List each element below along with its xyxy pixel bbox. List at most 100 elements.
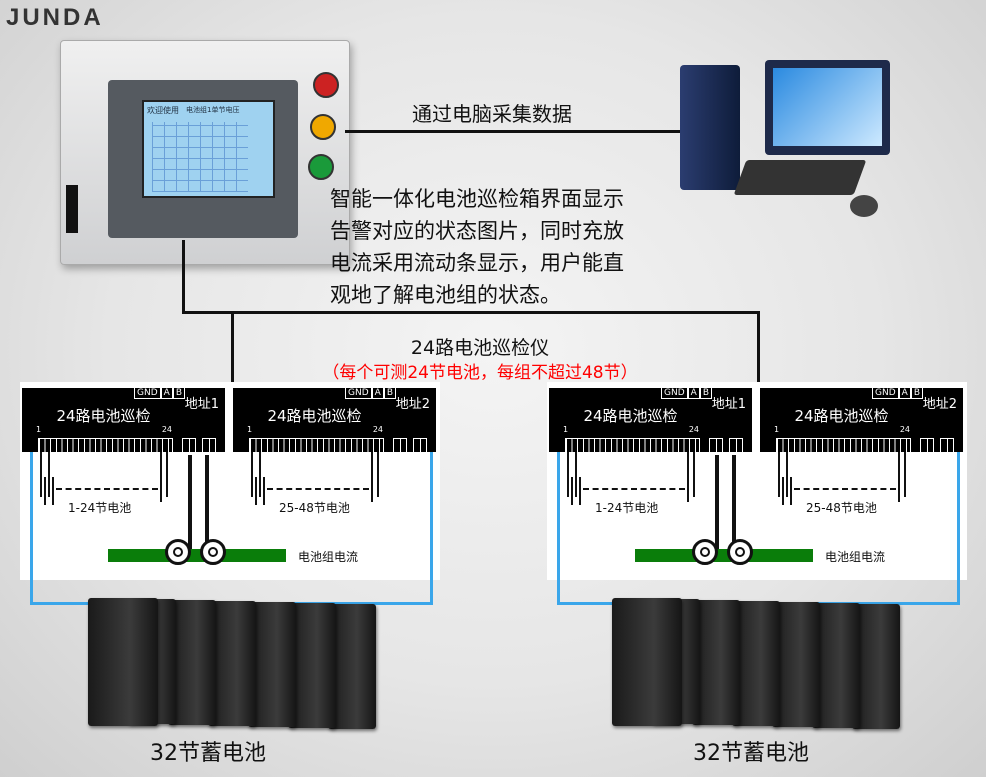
yellow-indicator-lamp: [310, 114, 336, 140]
rs485-terminals: GND A B: [134, 388, 185, 399]
battery-current-bar: [108, 549, 286, 562]
battery-string-symbol: [249, 452, 384, 507]
battery-string-symbol: [565, 452, 700, 507]
pc-link-wire: [345, 130, 680, 133]
battery-icon: [692, 600, 740, 725]
terminal-b: B: [172, 388, 185, 399]
battery-icon: [248, 602, 296, 727]
current-terminal: [709, 438, 723, 452]
current-terminal: [393, 438, 407, 452]
battery-icon: [852, 604, 900, 729]
terminal-a: A: [898, 388, 911, 399]
voltage-terminal-strip: [249, 438, 384, 452]
cell-range-label: 1-24节电池: [68, 501, 132, 515]
terminal-a: A: [371, 388, 384, 399]
cell-range-label: 25-48节电池: [279, 501, 350, 515]
description-line: 电流采用流动条显示，用户能直: [330, 251, 624, 275]
bus-drop-left: [231, 311, 234, 389]
cell-range-label: 25-48节电池: [806, 501, 877, 515]
pc-caption: 通过电脑采集数据: [412, 102, 572, 126]
current-terminal: [729, 438, 743, 452]
device-bus-wire: [182, 240, 185, 314]
ct-lead: [732, 455, 736, 555]
module-address: 地址2: [922, 397, 957, 412]
range-start: 1: [247, 425, 253, 434]
bus-wire-blue: [957, 452, 960, 605]
terminal-b: B: [383, 388, 396, 399]
module-title: 24路电池巡检: [267, 407, 362, 425]
module-title: 24路电池巡检: [583, 407, 678, 425]
battery-icon: [732, 601, 780, 726]
power-switch-icon: [66, 185, 78, 233]
current-terminal: [940, 438, 954, 452]
voltage-terminal-strip: [38, 438, 173, 452]
voltage-terminal-strip: [565, 438, 700, 452]
battery-icon: [168, 600, 216, 725]
range-start: 1: [774, 425, 780, 434]
battery-count-label: 32节蓄电池: [693, 741, 809, 766]
terminal-gnd: GND: [134, 388, 161, 399]
cell-range-label: 1-24节电池: [595, 501, 659, 515]
battery-icon: [612, 598, 682, 726]
rs485-terminals: GND A B: [661, 388, 712, 399]
terminal-b: B: [910, 388, 923, 399]
screen-title: 电池组1单节电压: [186, 106, 240, 114]
terminal-a: A: [687, 388, 700, 399]
battery-current-label: 电池组电流: [298, 550, 359, 564]
battery-icon: [772, 602, 820, 727]
battery-count-label: 32节蓄电池: [150, 741, 266, 766]
junda-logo: JUNDA: [6, 4, 104, 31]
bus-wire-blue: [557, 452, 560, 605]
battery-icon: [208, 601, 256, 726]
module-title: 24路电池巡检: [56, 407, 151, 425]
range-end: 24: [688, 425, 699, 434]
module-address: 地址1: [184, 397, 219, 412]
range-start: 1: [36, 425, 42, 434]
cell-voltage-grid: [152, 122, 248, 192]
inspector-note: （每个可测24节电池，每组不超过48节）: [322, 363, 638, 383]
computer-icon: [680, 55, 895, 230]
terminal-gnd: GND: [661, 388, 688, 399]
battery-icon: [288, 603, 336, 728]
bus-drop-right: [757, 311, 760, 389]
green-indicator-lamp: [308, 154, 334, 180]
current-transformer-icon: [200, 539, 226, 565]
module-address: 地址2: [395, 397, 430, 412]
ct-lead: [715, 455, 719, 555]
inspector-module: GND A B 地址1 24路电池巡检 1 24: [22, 388, 225, 452]
current-transformer-icon: [165, 539, 191, 565]
battery-string-symbol: [38, 452, 173, 507]
ct-lead: [188, 455, 192, 555]
current-transformer-icon: [692, 539, 718, 565]
terminal-a: A: [160, 388, 173, 399]
bus-wire-blue: [30, 452, 33, 605]
battery-current-bar: [635, 549, 813, 562]
terminal-b: B: [699, 388, 712, 399]
screen-welcome: 欢迎使用: [147, 106, 179, 115]
battery-icon: [88, 598, 158, 726]
terminal-gnd: GND: [345, 388, 372, 399]
touchscreen-display: 欢迎使用 电池组1单节电压: [142, 100, 275, 198]
current-transformer-icon: [727, 539, 753, 565]
inspector-module: GND A B 地址1 24路电池巡检 1 24: [549, 388, 752, 452]
battery-current-label: 电池组电流: [825, 550, 886, 564]
range-end: 24: [372, 425, 383, 434]
current-terminal: [413, 438, 427, 452]
range-start: 1: [563, 425, 569, 434]
voltage-terminal-strip: [776, 438, 911, 452]
rs485-terminals: GND A B: [872, 388, 923, 399]
red-indicator-lamp: [313, 72, 339, 98]
description: 智能一体化电池巡检箱界面显示 告警对应的状态图片，同时充放 电流采用流动条显示，…: [330, 183, 624, 311]
module-address: 地址1: [711, 397, 746, 412]
battery-string-symbol: [776, 452, 911, 507]
range-end: 24: [161, 425, 172, 434]
battery-icon: [328, 604, 376, 729]
current-terminal: [920, 438, 934, 452]
current-terminal: [182, 438, 196, 452]
ct-lead: [205, 455, 209, 555]
description-line: 智能一体化电池巡检箱界面显示: [330, 187, 624, 211]
bus-wire: [182, 311, 760, 314]
battery-icon: [812, 603, 860, 728]
current-terminal: [202, 438, 216, 452]
